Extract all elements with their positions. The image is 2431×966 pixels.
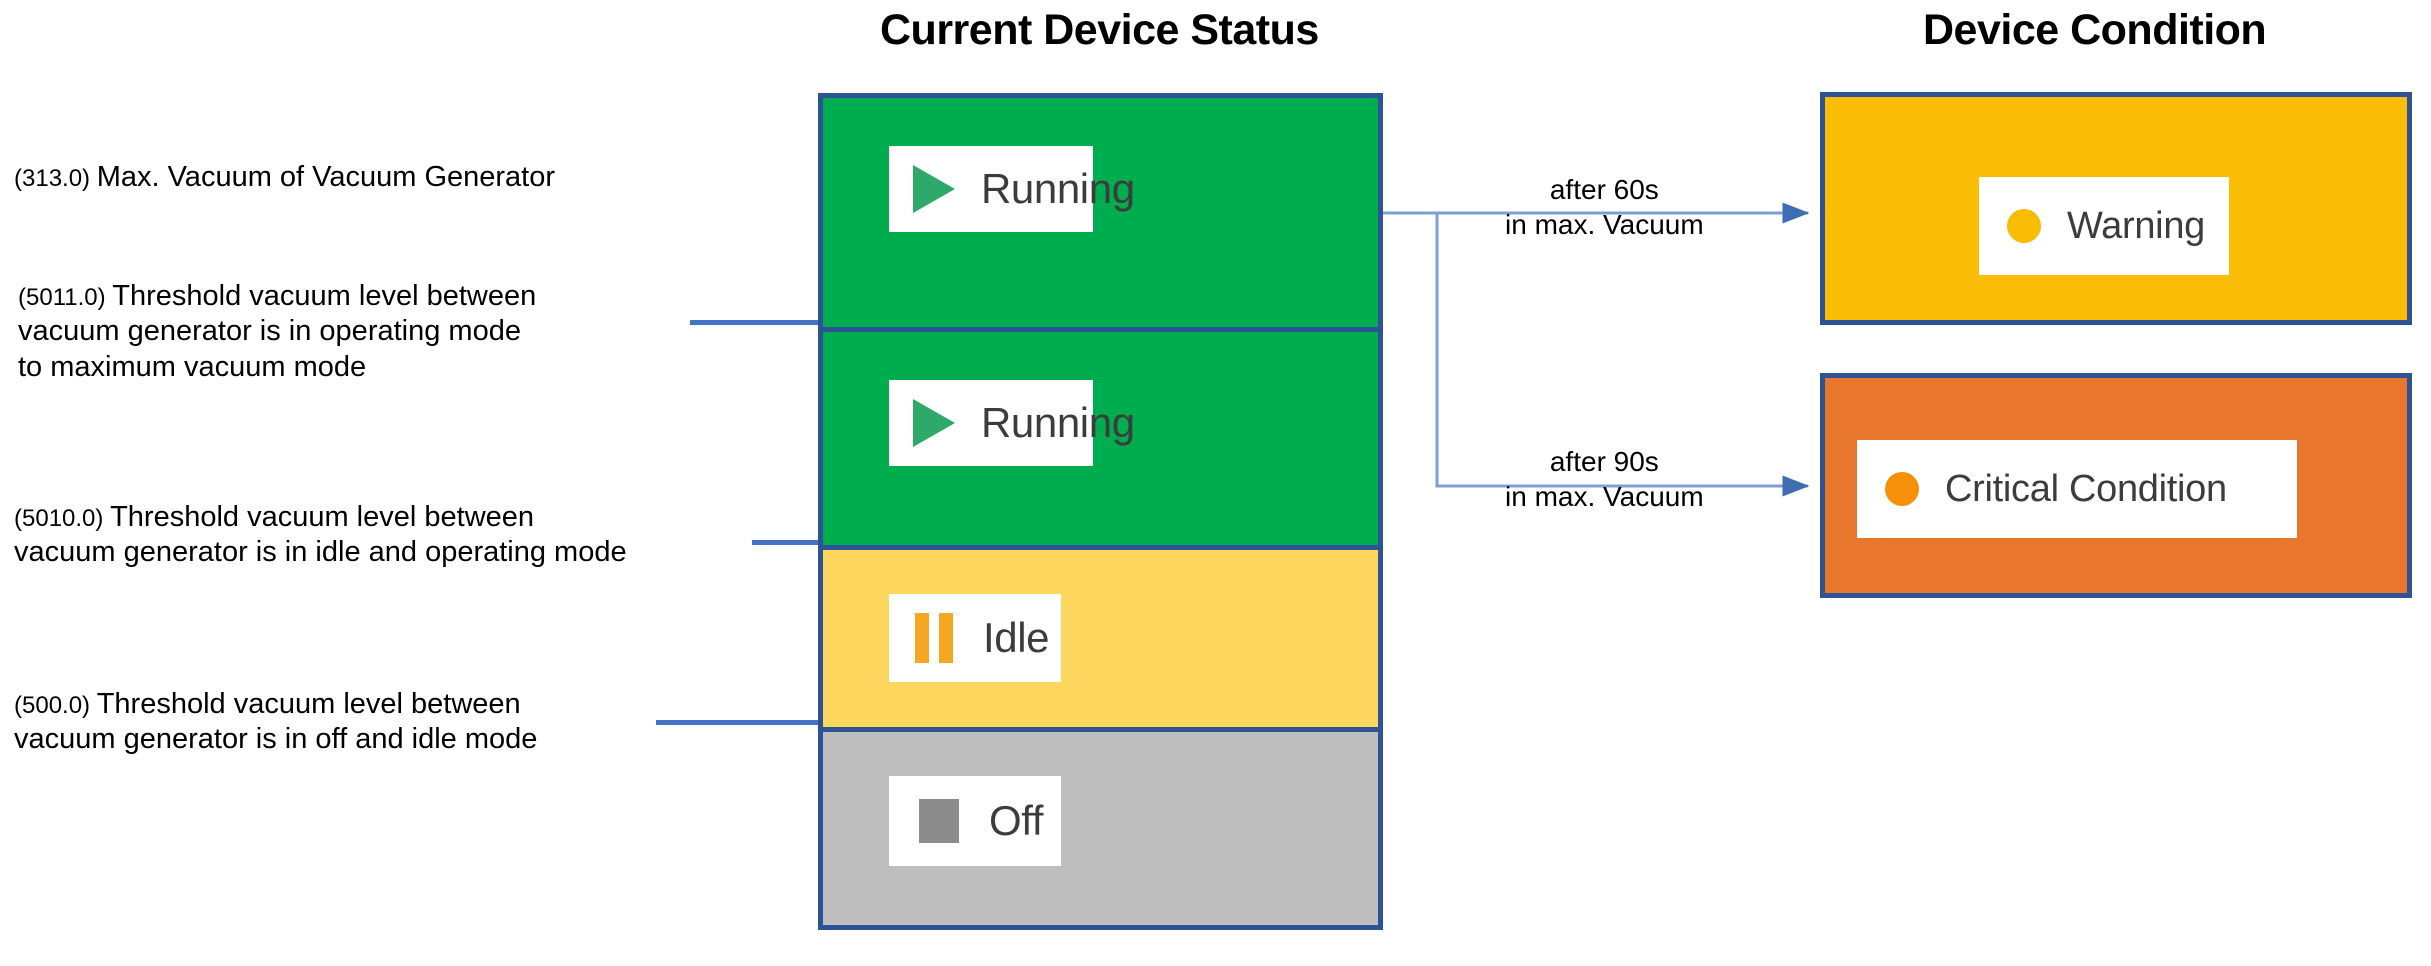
flow-label-after-60s-line-2: in max. Vacuum	[1505, 209, 1704, 240]
condition-box-critical[interactable]: Critical Condition	[1820, 373, 2412, 598]
annotation-500-line-1: Threshold vacuum level between	[96, 688, 521, 720]
annotation-5010-line-1: Threshold vacuum level between	[110, 501, 535, 533]
annotation-313: (313.0) Max. Vacuum of Vacuum Generator	[14, 160, 555, 195]
status-block-idle[interactable]: Idle	[823, 545, 1378, 727]
status-label-idle: Idle	[983, 614, 1050, 661]
flow-label-after-90s: after 90s in max. Vacuum	[1505, 444, 1704, 514]
condition-chip-warning: Warning	[1979, 177, 2229, 275]
annotation-500-line-2: vacuum generator is in off and idle mode	[14, 723, 538, 756]
annotation-5011: (5011.0) Threshold vacuum level between …	[18, 279, 536, 385]
status-chip-off: Off	[889, 776, 1061, 866]
status-block-off[interactable]: Off	[823, 727, 1378, 925]
threshold-line-500	[656, 720, 886, 725]
annotation-313-code: (313.0)	[14, 165, 97, 192]
condition-box-warning[interactable]: Warning	[1820, 92, 2412, 325]
annotation-5010-line-2: vacuum generator is in idle and operatin…	[14, 536, 627, 569]
flow-label-after-90s-line-1: after 90s	[1549, 446, 1659, 477]
status-chip-running: Running	[889, 380, 1135, 466]
page-title-device-condition: Device Condition	[1923, 6, 2267, 54]
play-icon	[913, 399, 955, 447]
status-block-running-max-vacuum[interactable]: Running	[823, 98, 1378, 327]
page-title-current-device-status: Current Device Status	[880, 6, 1319, 54]
condition-label-critical: Critical Condition	[1945, 467, 2227, 510]
status-chip-running: Running	[889, 146, 1135, 232]
flow-label-after-60s-line-1: after 60s	[1549, 174, 1659, 205]
warning-dot-icon	[2007, 209, 2041, 243]
status-label-running: Running	[981, 165, 1135, 212]
status-label-running: Running	[981, 399, 1135, 446]
annotation-5011-line-1: Threshold vacuum level between	[112, 280, 537, 312]
annotation-5011-code: (5011.0)	[18, 284, 113, 311]
annotation-5010-code: (5010.0)	[14, 505, 111, 532]
threshold-line-5011	[690, 320, 886, 325]
pause-icon	[915, 613, 953, 663]
status-block-running-operating[interactable]: Running	[823, 327, 1378, 545]
annotation-500-code: (500.0)	[14, 692, 97, 719]
annotation-5011-line-2: vacuum generator is in operating mode	[18, 315, 521, 348]
current-device-status-stack: Running Running Idle Off	[818, 93, 1383, 930]
annotation-5011-line-3: to maximum vacuum mode	[18, 350, 367, 383]
annotation-500: (500.0) Threshold vacuum level between v…	[14, 687, 537, 758]
status-label-off: Off	[989, 797, 1044, 844]
stop-icon	[919, 799, 959, 843]
flow-label-after-90s-line-2: in max. Vacuum	[1505, 481, 1704, 512]
condition-chip-critical: Critical Condition	[1857, 440, 2297, 538]
play-icon	[913, 165, 955, 213]
condition-label-warning: Warning	[2067, 204, 2205, 247]
critical-dot-icon	[1885, 472, 1919, 506]
annotation-313-line-1: Max. Vacuum of Vacuum Generator	[96, 161, 556, 193]
annotation-5010: (5010.0) Threshold vacuum level between …	[14, 500, 627, 571]
flow-label-after-60s: after 60s in max. Vacuum	[1505, 172, 1704, 242]
status-chip-idle: Idle	[889, 594, 1061, 682]
